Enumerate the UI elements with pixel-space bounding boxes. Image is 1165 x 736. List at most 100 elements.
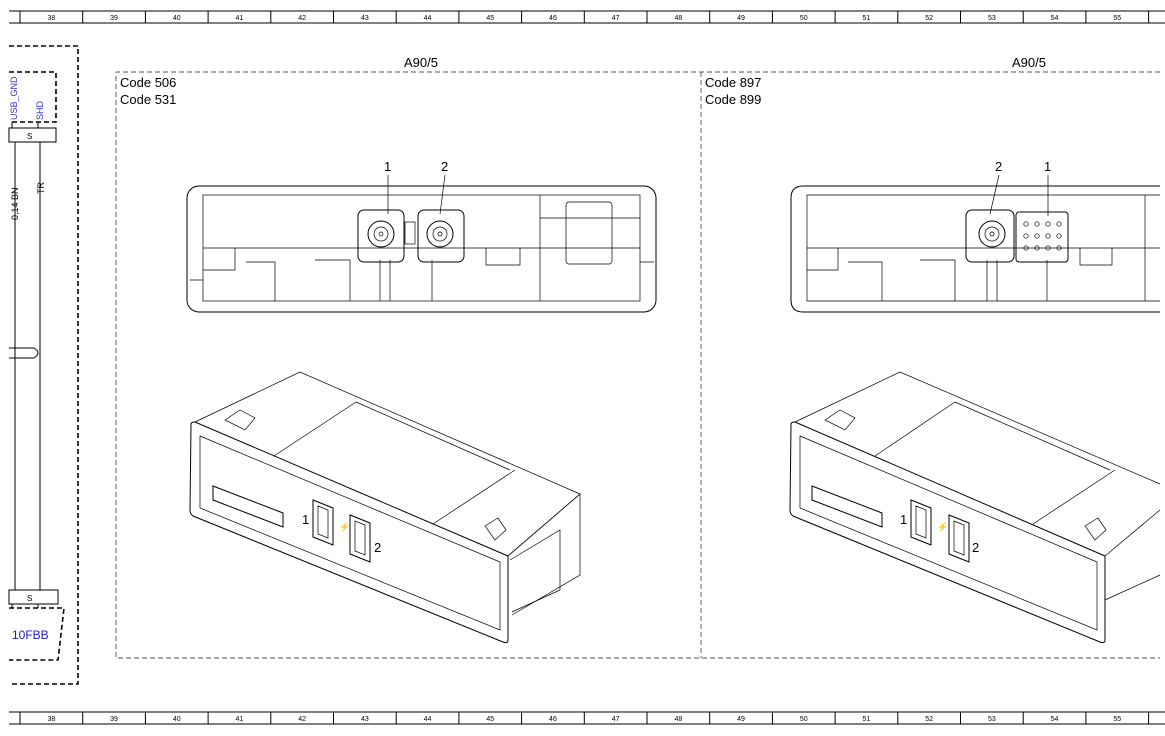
connector-pin	[1056, 233, 1062, 239]
top-ruler-column-number: 54	[1051, 15, 1059, 22]
bottom-ruler-column-number: 43	[361, 716, 369, 723]
code-left-2: Code 531	[120, 92, 176, 107]
bottom-ruler-column-number: 47	[612, 716, 620, 723]
top-ruler-column-number: 49	[737, 15, 745, 22]
bottom-ruler-column-number: 54	[1051, 716, 1059, 723]
shield-mark-bottom: S	[27, 594, 32, 603]
usb-symbol-left: ⚡	[339, 521, 350, 533]
connector-pin	[1034, 233, 1040, 239]
bottom-ruler-column-number: 55	[1113, 716, 1121, 723]
top-ruler-column-number: 40	[173, 15, 181, 22]
bottom-ruler-column-number: 52	[925, 716, 933, 723]
top-ruler-column-number: 48	[674, 15, 682, 22]
back-view-bezel	[186, 185, 657, 313]
top-ruler-column-number: 55	[1113, 15, 1121, 22]
shield-box-bottom	[8, 589, 59, 605]
bottom-ruler-column-number: 50	[800, 716, 808, 723]
usb-symbol-right: ⚡	[937, 521, 948, 533]
sd-card-slot-right	[811, 485, 883, 528]
fakra-connector-1	[357, 209, 405, 263]
connector-pin	[1045, 221, 1051, 227]
callout-left-2: 2	[441, 159, 448, 174]
sd-card-slot	[212, 485, 284, 528]
right-iso-view: ⚡	[789, 371, 1161, 644]
code-right-1: Code 897	[705, 75, 761, 90]
top-ruler: 38 39 40 41 42 43 44 45 46 47 48 49 50 51 52 53 54 55	[9, 10, 1165, 24]
pin-label-shd: SHD	[35, 100, 45, 120]
port-label-left-2: 2	[374, 540, 381, 555]
left-back-view	[186, 174, 657, 313]
code-left-1: Code 506	[120, 75, 176, 90]
bottom-ruler-column-number: 46	[549, 716, 557, 723]
usb-port-right-2	[948, 514, 970, 563]
usb-port-1	[312, 499, 334, 546]
bottom-ruler-column-number: 41	[236, 716, 244, 723]
component-boundary	[115, 71, 1160, 659]
port-label-left-1: 1	[302, 512, 309, 527]
connector-code: 10FBB	[12, 628, 49, 642]
port-label-right-1: 1	[900, 512, 907, 527]
bottom-ruler-column-number: 42	[298, 716, 306, 723]
back-view-bezel-right	[790, 185, 1160, 313]
connector-pin	[1045, 233, 1051, 239]
connector-pin	[1023, 221, 1029, 227]
usb-port-2	[349, 514, 371, 563]
connector-pin	[1034, 221, 1040, 227]
top-ruler-column-number: 50	[800, 15, 808, 22]
wire-label-tr: TR	[36, 182, 46, 194]
port-label-right-2: 2	[972, 540, 979, 555]
callout-right-1: 1	[1044, 159, 1051, 174]
callout-left-1: 1	[384, 159, 391, 174]
top-ruler-column-number: 39	[110, 15, 118, 22]
outer-dashed-frame	[115, 71, 1160, 659]
iso-bezel-outer	[189, 421, 509, 644]
twist-mark	[9, 347, 39, 359]
bottom-ruler-column-number: 39	[110, 716, 118, 723]
left-block-boundary	[9, 45, 79, 685]
top-ruler-column-number: 44	[424, 15, 432, 22]
top-connector-box	[9, 71, 57, 123]
bottom-ruler-column-number: 49	[737, 716, 745, 723]
bottom-ruler-column-number: 51	[863, 716, 871, 723]
bottom-ruler-column-number: 48	[674, 716, 682, 723]
top-ruler-column-number: 46	[549, 15, 557, 22]
top-ruler-column-number: 51	[863, 15, 871, 22]
pin-label-usb-gnd: USB_GND	[9, 76, 19, 120]
top-ruler-column-number: 45	[486, 15, 494, 22]
shield-box-top	[8, 127, 57, 143]
bottom-ruler-column-number: 40	[173, 716, 181, 723]
bottom-connector-box	[9, 607, 65, 661]
pin-stub-shd	[37, 122, 44, 129]
component-label-left: A90/5	[404, 55, 438, 70]
connector-pin	[1045, 245, 1051, 251]
connector-pin	[1034, 245, 1040, 251]
iso-bezel-outer-right	[789, 421, 1106, 644]
top-ruler-column-number: 47	[612, 15, 620, 22]
connector-pin	[1023, 245, 1029, 251]
top-ruler-column-number: 42	[298, 15, 306, 22]
wire-label-bn: 0,14 BN	[10, 187, 20, 220]
connector-pin	[1023, 233, 1029, 239]
left-wiring-block: USB_GND SHD S 0,14 BN TR S 10FBB	[8, 45, 79, 685]
usb-port-right-1	[910, 499, 932, 546]
top-ruler-column-number: 53	[988, 15, 996, 22]
code-right-2: Code 899	[705, 92, 761, 107]
component-label-right: A90/5	[1012, 55, 1046, 70]
fakra-connector-2	[417, 209, 465, 263]
bottom-ruler-column-number: 44	[424, 716, 432, 723]
fakra-connector-right	[965, 209, 1015, 263]
bottom-ruler-column-number: 38	[47, 716, 55, 723]
top-ruler-column-number: 43	[361, 15, 369, 22]
top-ruler-column-number: 38	[47, 15, 55, 22]
left-iso-view: ⚡	[189, 371, 581, 644]
top-ruler-column-number: 52	[925, 15, 933, 22]
top-ruler-column-number: 41	[236, 15, 244, 22]
connector-pin	[1056, 221, 1062, 227]
pin-stub-usb-gnd	[11, 122, 18, 129]
callout-right-2: 2	[995, 159, 1002, 174]
bottom-ruler-column-number: 53	[988, 716, 996, 723]
shield-mark-top: S	[27, 132, 32, 141]
right-back-view	[790, 174, 1160, 313]
